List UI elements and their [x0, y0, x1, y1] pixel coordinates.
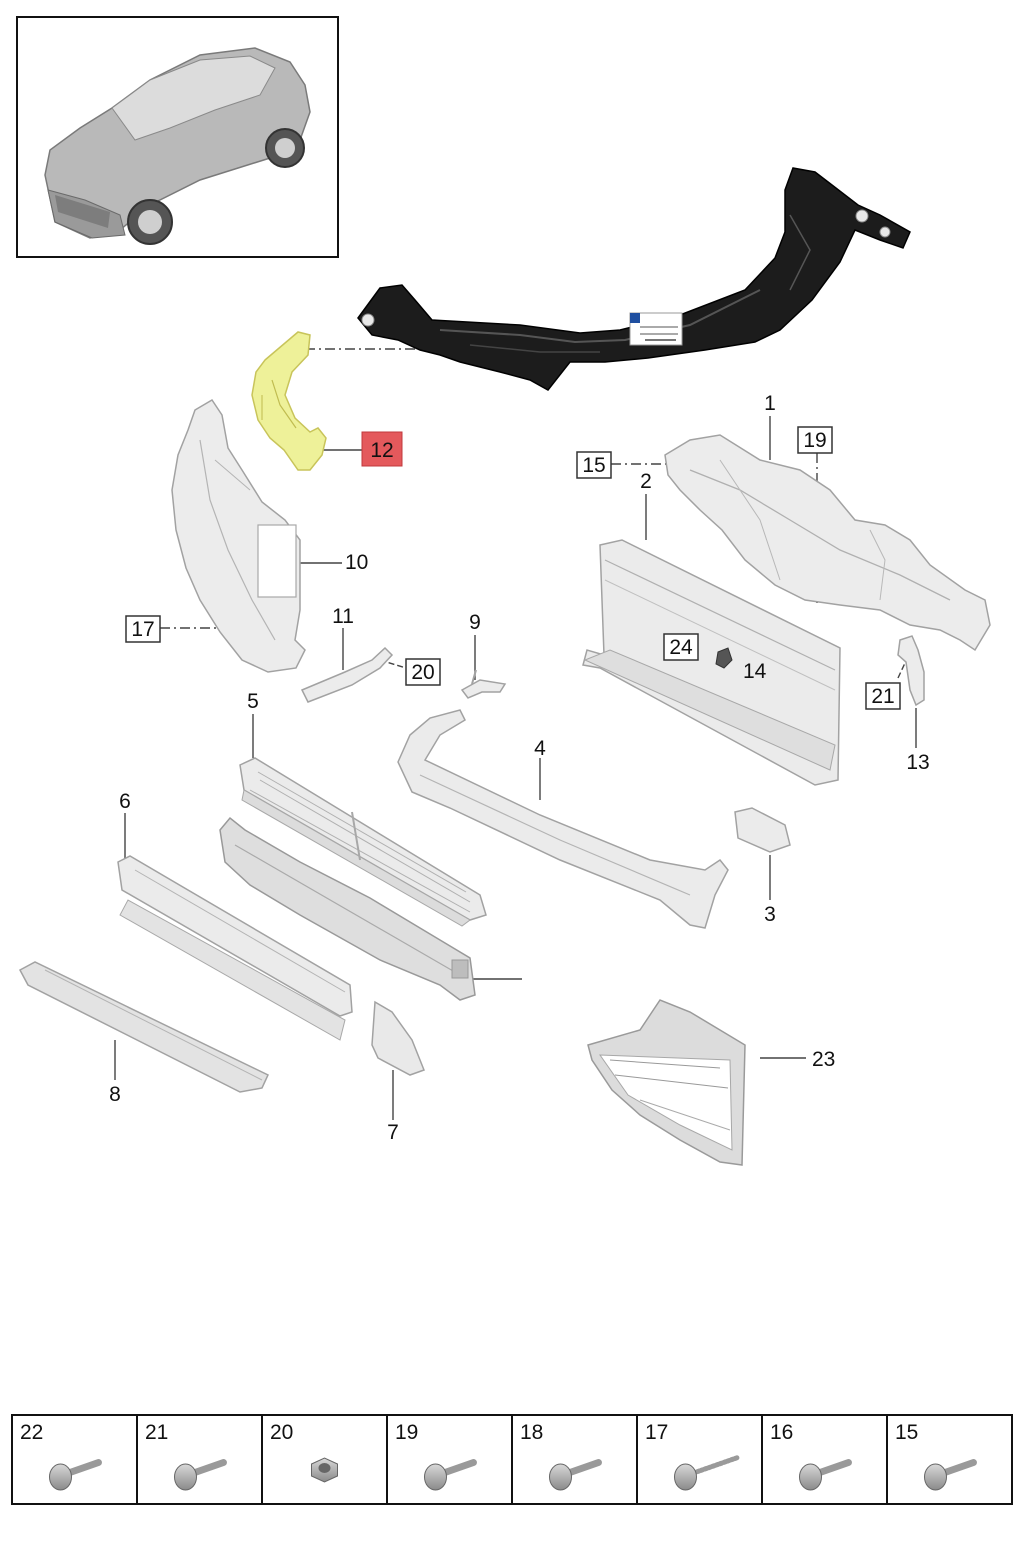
callout-17[interactable]: 17	[131, 618, 154, 641]
shutter-grille-part-5[interactable]	[239, 757, 487, 927]
bracket-part-11[interactable]	[300, 646, 394, 703]
hardware-cell[interactable]: 22	[20, 1421, 102, 1491]
corner-trim-part-7[interactable]	[371, 1000, 425, 1076]
hardware-table: 22 21 20 19 18 17 16 15	[11, 1414, 1013, 1505]
hardware-cell[interactable]: 16	[761, 1415, 852, 1504]
callout-23[interactable]: 23	[812, 1048, 835, 1071]
car-illustration	[44, 47, 311, 245]
upper-member-part-1[interactable]	[664, 434, 991, 652]
air-duct-part-23[interactable]	[587, 999, 746, 1166]
callout-4[interactable]: 4	[534, 737, 546, 760]
hardware-number: 20	[270, 1421, 293, 1444]
hardware-cell[interactable]: 20	[261, 1415, 338, 1504]
screw-icon	[674, 1455, 740, 1491]
bolt-icon	[49, 1459, 102, 1491]
bracket-part-13[interactable]	[897, 635, 925, 707]
callout-12[interactable]: 12	[370, 439, 393, 462]
bolt-icon	[424, 1459, 477, 1491]
nut-icon	[311, 1457, 338, 1483]
callout-14[interactable]: 14	[743, 660, 767, 683]
callout-20[interactable]: 20	[411, 661, 434, 684]
hardware-cell[interactable]: 17	[636, 1415, 740, 1504]
hardware-number: 22	[20, 1421, 43, 1444]
clip-part-14[interactable]	[715, 647, 733, 669]
highlight-label-bg	[361, 431, 403, 467]
callout-22[interactable]: 24	[669, 636, 693, 659]
front-carrier-part[interactable]	[357, 167, 911, 391]
callout-13[interactable]: 13	[906, 751, 929, 774]
bracket-part-12[interactable]	[251, 331, 327, 471]
callout-8[interactable]: 8	[109, 1083, 121, 1106]
vehicle-thumbnail	[16, 16, 339, 258]
lower-frame-part-4[interactable]	[397, 709, 729, 929]
hardware-cell[interactable]: 18	[511, 1415, 602, 1504]
callout-11[interactable]: 11	[332, 605, 354, 628]
hardware-number: 18	[520, 1421, 543, 1444]
callout-7[interactable]: 7	[387, 1121, 399, 1144]
callout-15[interactable]: 15	[582, 454, 605, 477]
leader-lines	[114, 348, 917, 1120]
hardware-number: 17	[645, 1421, 668, 1444]
callout-5[interactable]: 5	[247, 690, 259, 713]
bolt-icon	[174, 1459, 227, 1491]
clip-part-9[interactable]	[460, 669, 507, 699]
hardware-number: 15	[895, 1421, 918, 1444]
air-guide-part-2[interactable]	[582, 539, 841, 786]
callout-6[interactable]: 6	[119, 790, 131, 813]
callout-labels: 12 1 19 15 2 10 17 11 20 9 24 14 21 13 5…	[109, 392, 930, 1144]
callout-3[interactable]: 3	[764, 903, 776, 926]
impact-absorber-part-24[interactable]	[219, 816, 476, 1001]
bolt-icon	[549, 1459, 602, 1491]
hardware-cell[interactable]: 21	[136, 1415, 227, 1504]
hardware-number: 21	[145, 1421, 168, 1444]
callout-9[interactable]: 9	[469, 611, 481, 634]
callout-1[interactable]: 1	[764, 392, 776, 415]
hardware-cell[interactable]: 19	[386, 1415, 477, 1504]
grille-frame-part-6[interactable]	[117, 855, 353, 1041]
hardware-number: 19	[395, 1421, 418, 1444]
callout-21[interactable]: 21	[871, 685, 894, 708]
bolt-icon	[799, 1459, 852, 1491]
trim-strip-part-8[interactable]	[18, 961, 269, 1093]
callout-10[interactable]: 10	[345, 551, 368, 574]
hardware-cell[interactable]: 15	[886, 1415, 977, 1504]
bolt-icon	[924, 1459, 977, 1491]
callout-2[interactable]: 2	[640, 470, 652, 493]
side-frame-part-10[interactable]	[171, 398, 306, 673]
callout-19[interactable]: 19	[803, 429, 826, 452]
deflector-part-3[interactable]	[734, 807, 791, 853]
hardware-number: 16	[770, 1421, 793, 1444]
